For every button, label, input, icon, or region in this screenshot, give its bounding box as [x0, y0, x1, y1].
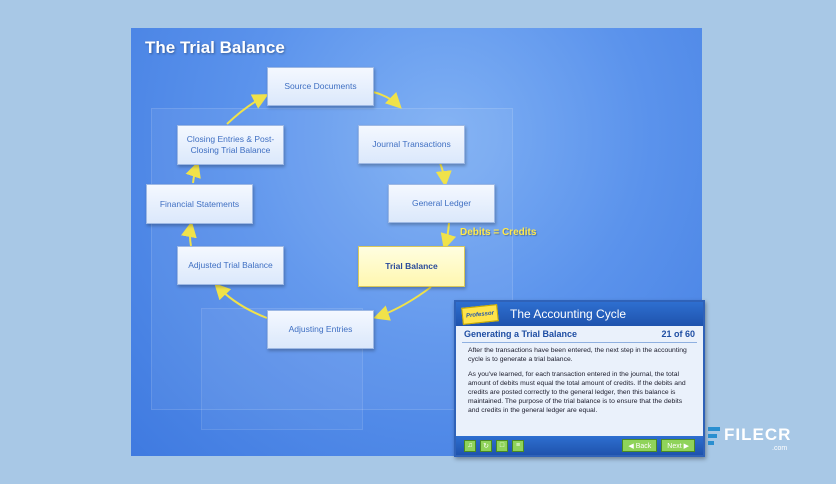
watermark-domain: .com: [772, 445, 788, 452]
next-button[interactable]: Next ▶: [661, 439, 695, 452]
node-trial-balance: Trial Balance: [358, 246, 465, 287]
node-journal-transactions: Journal Transactions: [358, 125, 465, 164]
professor-logo: Professor: [461, 303, 499, 325]
filecr-logo-icon: [706, 425, 720, 445]
back-button[interactable]: ◀ Back: [622, 439, 658, 452]
watermark: FILECR .com: [706, 425, 792, 452]
lesson-title: Generating a Trial Balance: [464, 329, 578, 339]
arrow-fs-to-closing: [185, 161, 201, 184]
lesson-panel: Professor The Accounting Cycle Generatin…: [454, 300, 705, 457]
repeat-icon[interactable]: ↻: [480, 439, 492, 452]
debits-equals-credits-label: Debits = Credits: [460, 227, 537, 238]
watermark-brand: FILECR: [724, 425, 792, 444]
divider: [462, 342, 697, 343]
panel-footer: ♫ ↻ □ ≡ ◀ Back Next ▶: [456, 436, 703, 455]
node-adjusted-trial-balance: Adjusted Trial Balance: [177, 246, 284, 285]
lesson-body: After the transactions have been entered…: [456, 343, 703, 415]
arrow-adjtb-to-fs: [180, 221, 197, 247]
lock-icon[interactable]: □: [496, 439, 508, 452]
lesson-header: Generating a Trial Balance 21 of 60: [456, 326, 703, 339]
node-adjusting-entries: Adjusting Entries: [267, 310, 374, 349]
node-general-ledger: General Ledger: [388, 184, 495, 223]
menu-icon[interactable]: ≡: [512, 439, 524, 452]
lesson-paragraph: As you've learned, for each transaction …: [468, 371, 686, 414]
arrow-closing-to-source: [226, 94, 269, 125]
arrow-adjusting-to-adjtb: [214, 283, 268, 319]
lesson-paragraph: After the transactions have been entered…: [468, 347, 687, 363]
speaker-icon[interactable]: ♫: [464, 439, 476, 452]
arrow-source-to-journal: [372, 91, 402, 109]
cycle-arrows: [180, 91, 457, 321]
slide-canvas: The Trial Balance Source Documents Journ…: [131, 28, 702, 456]
node-closing-entries: Closing Entries & Post-Closing Trial Bal…: [177, 125, 284, 165]
arrow-journal-to-ledger: [435, 162, 452, 187]
node-source-documents: Source Documents: [267, 67, 374, 106]
panel-header: Professor The Accounting Cycle: [456, 302, 703, 326]
page-counter: 21 of 60: [661, 329, 695, 339]
slide-title: The Trial Balance: [145, 38, 285, 57]
arrow-trial-to-adjusting: [373, 286, 432, 321]
node-financial-statements: Financial Statements: [146, 184, 253, 224]
arrow-ledger-to-trial: [440, 222, 457, 250]
panel-title: The Accounting Cycle: [510, 307, 627, 321]
